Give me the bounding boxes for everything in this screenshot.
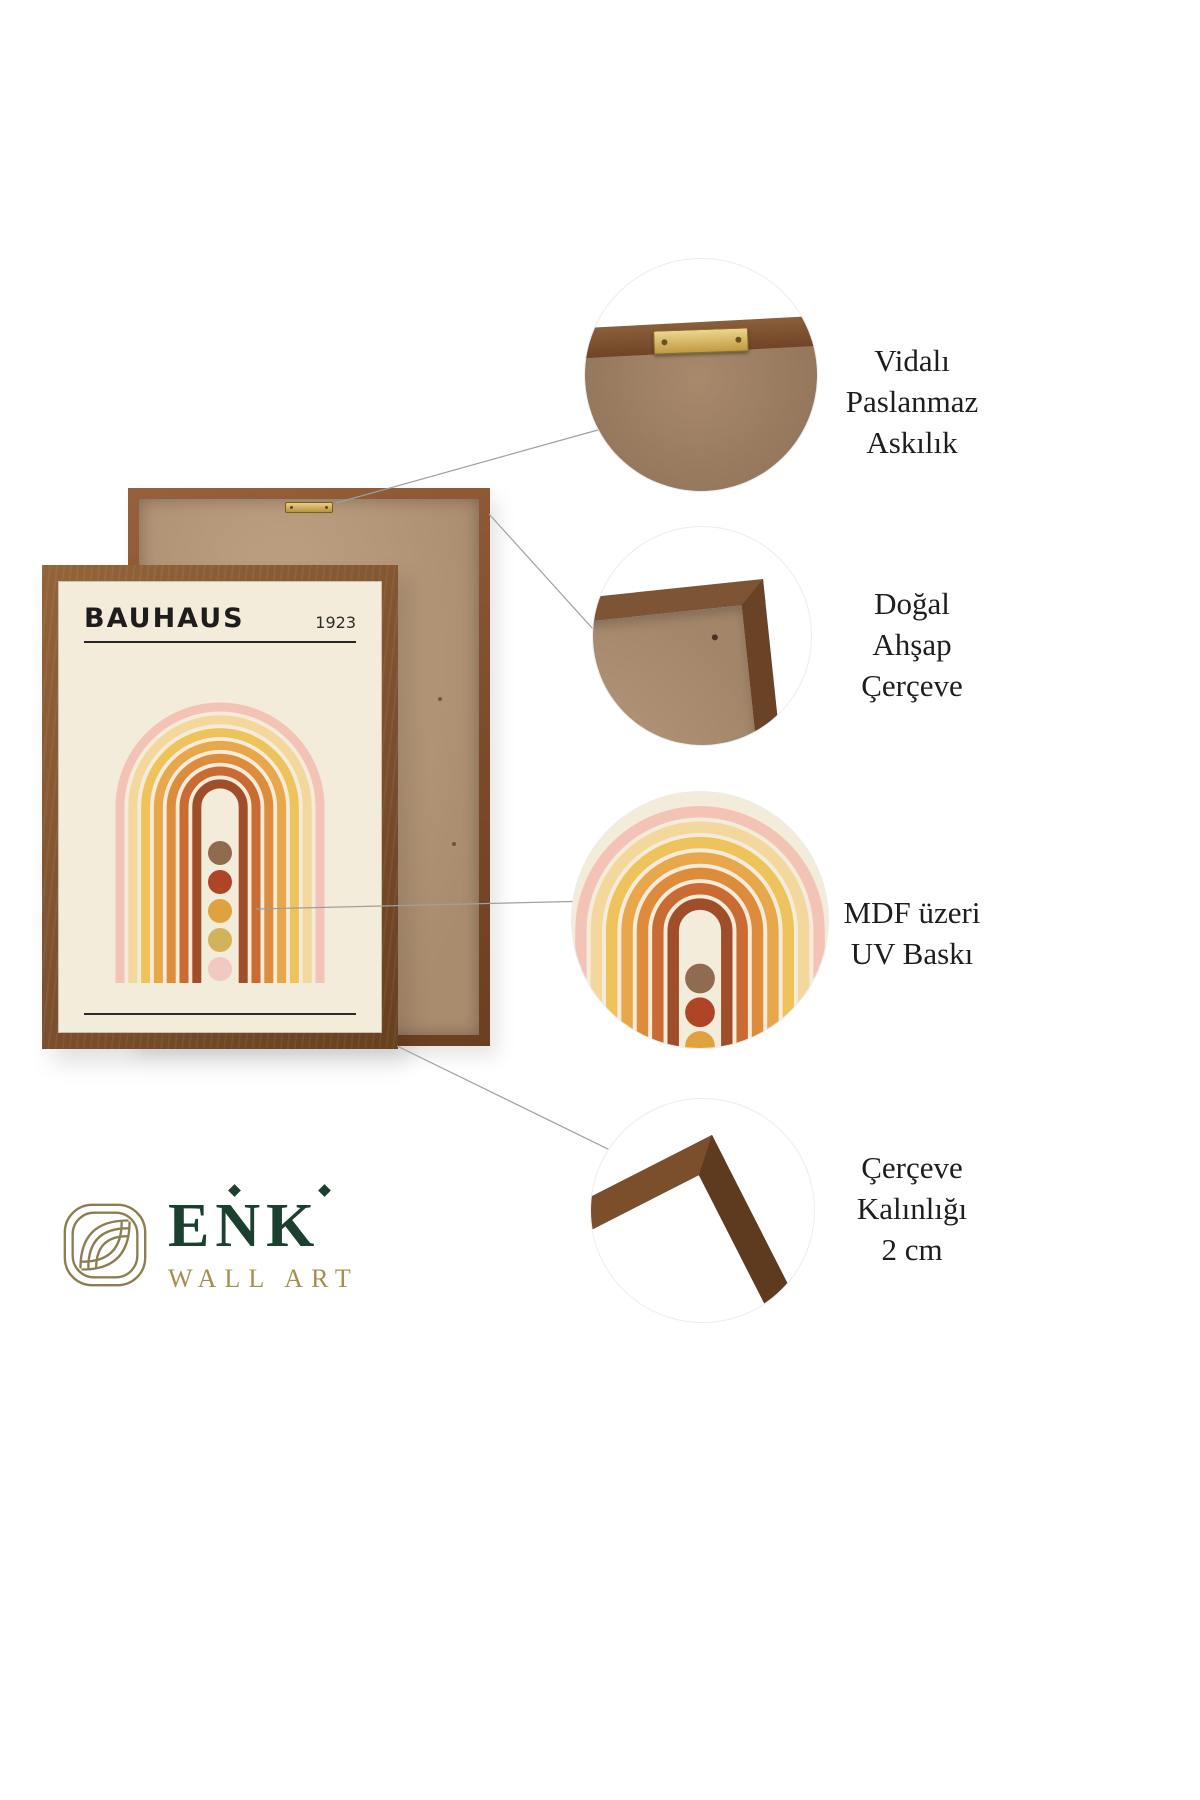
zoom-frame-corner	[593, 579, 794, 745]
poster: BAUHAUS 1923	[58, 581, 382, 1033]
callout-label-uv-print: MDF üzeri UV Baskı	[843, 895, 981, 971]
callout-circle-hanger-detail	[584, 258, 818, 492]
brand-subtitle: WALL ART	[168, 1264, 359, 1293]
brand-name: ENK	[168, 1192, 321, 1260]
callout-label-wood-frame: Doğal Ahşap Çerçeve	[861, 586, 963, 703]
connector-line-hanger	[335, 427, 606, 504]
knot-icon	[63, 1203, 147, 1287]
zoom-screw	[712, 634, 719, 642]
poster-year: 1923	[315, 612, 356, 632]
callout-label-thickness: Çerçeve Kalınlığı 2 cm	[856, 1150, 968, 1267]
zoom-frame-thickness-corner	[591, 1134, 814, 1322]
hanger-plate	[285, 502, 333, 513]
poster-title: BAUHAUS	[84, 603, 245, 634]
zoom-rainbow-arch	[575, 806, 825, 1048]
zoom-backing	[585, 340, 817, 491]
connector-line-thickness	[396, 1045, 615, 1153]
staple-speck	[451, 842, 456, 847]
callout-circle-thickness-detail	[590, 1098, 815, 1323]
callout-circle-uv-print-detail	[571, 791, 829, 1049]
callout-circle-wood-frame-detail	[592, 526, 812, 746]
poster-header: BAUHAUS 1923	[84, 605, 356, 643]
brand-logo: ENK WALL ART	[56, 1184, 359, 1297]
callout-label-hanger: Vidalı Paslanmaz Askılık	[845, 343, 979, 460]
connector-line-print	[255, 900, 593, 910]
zoom-hanger-plate	[653, 326, 749, 355]
poster-bottom-rule	[84, 1013, 356, 1015]
rainbow-arch-graphic	[115, 702, 325, 983]
staple-speck	[438, 697, 443, 702]
brand-wordmark: ENK WALL ART	[168, 1184, 359, 1294]
front-framed-poster: BAUHAUS 1923	[42, 565, 398, 1049]
connector-line-frame	[488, 513, 613, 651]
